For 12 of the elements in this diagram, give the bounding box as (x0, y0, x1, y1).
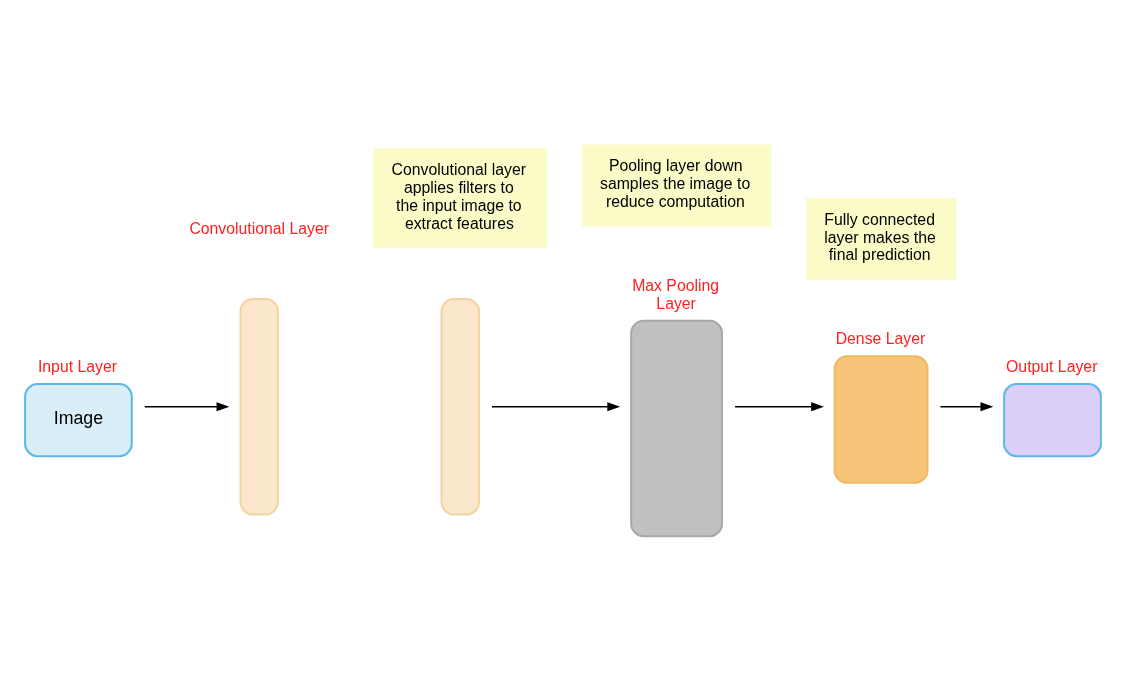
node-label: Input Layer (37, 357, 117, 375)
node-box: Pooling layer down samples the image to reduce computation (581, 143, 772, 226)
arrow (734, 401, 825, 411)
node-box: Fully connected layer makes the final prediction (806, 197, 957, 280)
arrow (144, 401, 230, 411)
arrow (491, 401, 621, 411)
node-label: Dense Layer (835, 329, 926, 347)
label: Convolutional Layer (189, 219, 330, 237)
node-label: Output Layer (1006, 357, 1098, 375)
node-box: Convolutional layer applies filters to the input image to extract features (373, 147, 548, 248)
node-label: Max Pooling Layer (632, 276, 720, 312)
arrow (939, 401, 994, 411)
